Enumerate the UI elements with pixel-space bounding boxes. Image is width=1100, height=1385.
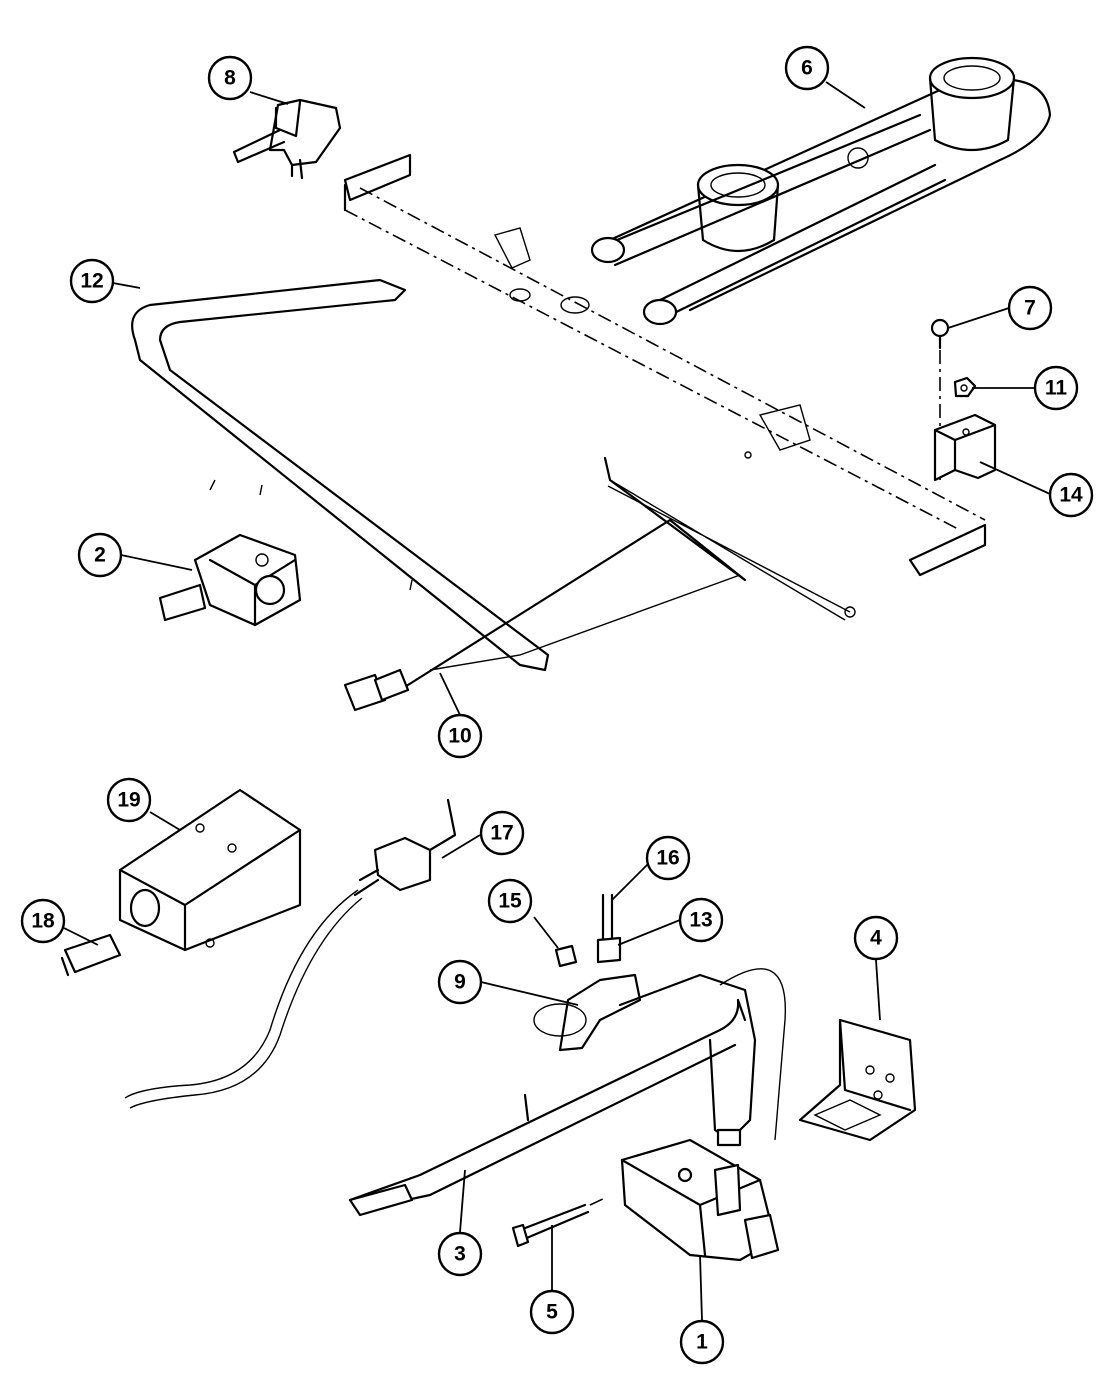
- callout-14: 14: [1048, 472, 1094, 518]
- part-2-valve: [158, 533, 302, 627]
- callout-8: 8: [207, 55, 253, 101]
- svg-text:17: 17: [490, 822, 513, 845]
- callout-3: 3: [437, 1231, 483, 1277]
- part-1-valve: [620, 1138, 780, 1262]
- part-5-screw: [511, 1203, 590, 1248]
- svg-text:14: 14: [1059, 484, 1083, 507]
- svg-text:12: 12: [80, 270, 103, 293]
- callout-4: 4: [853, 915, 899, 961]
- svg-text:5: 5: [546, 1301, 558, 1324]
- part-6-burner-assembly: [590, 56, 1052, 326]
- svg-text:1: 1: [696, 1331, 708, 1354]
- callout-19: 19: [106, 777, 152, 823]
- callout-11: 11: [1033, 365, 1079, 411]
- svg-text:19: 19: [117, 789, 140, 812]
- svg-text:13: 13: [689, 909, 712, 932]
- part-11-nut: [953, 376, 977, 398]
- part-18-plug: [60, 933, 122, 977]
- svg-text:9: 9: [454, 971, 466, 994]
- manifold-frame: [343, 153, 987, 577]
- part-13-fitting: [596, 936, 622, 964]
- callout-5: 5: [529, 1289, 575, 1335]
- callout-10: 10: [437, 713, 483, 759]
- part-9-bracket: [533, 973, 642, 1052]
- part-16-pin: [601, 893, 614, 942]
- svg-text:15: 15: [498, 890, 522, 913]
- part-3-burner-tube: [348, 968, 787, 1217]
- part-14-bracket: [933, 413, 997, 482]
- part-7-screw: [930, 318, 950, 350]
- callout-9: 9: [437, 959, 483, 1005]
- svg-text:10: 10: [448, 725, 471, 748]
- callout-15: 15: [487, 878, 533, 924]
- callout-2: 2: [77, 532, 123, 578]
- callout-13: 13: [678, 897, 724, 943]
- part-17-cable: [124, 798, 457, 1109]
- svg-text:2: 2: [94, 544, 106, 567]
- leader-lines: [63, 81, 1051, 1321]
- svg-text:8: 8: [224, 67, 236, 90]
- svg-text:7: 7: [1024, 297, 1036, 320]
- callout-12: 12: [69, 258, 115, 304]
- part-8-bracket: [232, 98, 342, 180]
- callout-16: 16: [645, 835, 691, 881]
- svg-text:4: 4: [870, 927, 882, 950]
- svg-text:3: 3: [454, 1243, 466, 1266]
- callout-6: 6: [784, 45, 830, 91]
- callout-1: 1: [679, 1319, 725, 1365]
- svg-text:6: 6: [801, 57, 813, 80]
- svg-text:16: 16: [656, 847, 679, 870]
- part-4-bracket: [798, 1018, 917, 1142]
- callout-7: 7: [1007, 285, 1053, 331]
- part-12-bar: [131, 278, 550, 672]
- part-19-block: [118, 788, 302, 952]
- callout-17: 17: [479, 810, 525, 856]
- svg-text:18: 18: [31, 910, 55, 933]
- callout-18: 18: [20, 898, 66, 944]
- part-10-tubing: [343, 456, 856, 712]
- part-15-screw: [554, 944, 578, 968]
- svg-text:11: 11: [1045, 377, 1068, 400]
